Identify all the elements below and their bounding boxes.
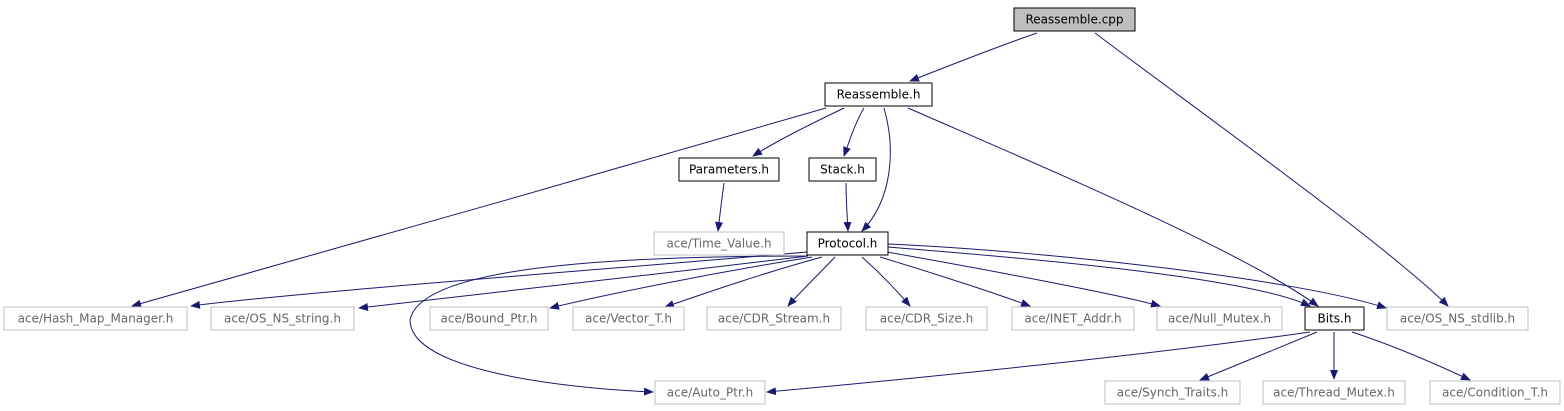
node-label: ace/Vector_T.h — [585, 312, 672, 326]
node-cdr-stream-h: ace/CDR_Stream.h — [706, 306, 842, 331]
node-box — [1429, 380, 1561, 405]
edge-protocol-h-to-null-mutex-h — [886, 251, 1161, 308]
node-reassemble-h[interactable]: Reassemble.h — [824, 82, 933, 107]
node-auto-ptr-h: ace/Auto_Ptr.h — [654, 380, 766, 405]
node-label: ace/Auto_Ptr.h — [667, 386, 753, 400]
node-box — [654, 380, 766, 405]
node-box — [1104, 380, 1241, 405]
edge-protocol-h-to-os-ns-string-h — [358, 255, 809, 311]
node-cdr-size-h: ace/CDR_Size.h — [865, 306, 988, 331]
node-label: Stack.h — [820, 163, 865, 177]
node-box — [210, 306, 355, 331]
edge-protocol-h-to-os-ns-stdlib-h — [887, 243, 1387, 310]
node-bound-ptr-h: ace/Bound_Ptr.h — [429, 306, 549, 331]
edge-reassemble-h-to-bits-h — [907, 107, 1319, 307]
node-condition-t-h: ace/Condition_T.h — [1429, 380, 1561, 405]
node-box — [678, 157, 780, 182]
node-synch-traits-h: ace/Synch_Traits.h — [1104, 380, 1241, 405]
edge-protocol-h-to-cdr-stream-h — [787, 256, 836, 307]
node-label: ace/Synch_Traits.h — [1117, 386, 1228, 400]
edge-reassemble-cpp-to-reassemble-h — [909, 32, 1038, 82]
edge-protocol-h-to-cdr-size-h — [861, 256, 911, 307]
node-reassemble-cpp[interactable]: Reassemble.cpp — [1013, 7, 1136, 32]
node-os-ns-string-h: ace/OS_NS_string.h — [210, 306, 355, 331]
node-thread-mutex-h: ace/Thread_Mutex.h — [1262, 380, 1406, 405]
node-null-mutex-h: ace/Null_Mutex.h — [1156, 306, 1283, 331]
node-hash-map-manager-h: ace/Hash_Map_Manager.h — [3, 306, 188, 331]
node-inet-addr-h: ace/INET_Addr.h — [1011, 306, 1135, 331]
node-parameters-h[interactable]: Parameters.h — [678, 157, 780, 182]
edge-bits-h-to-auto-ptr-h — [766, 331, 1311, 396]
node-box — [1262, 380, 1406, 405]
node-label: Reassemble.h — [837, 88, 921, 102]
node-bits-h[interactable]: Bits.h — [1304, 306, 1365, 331]
node-box — [1011, 306, 1135, 331]
edge-parameters-h-to-time-value-h — [715, 182, 725, 232]
edge-protocol-h-to-inet-addr-h — [879, 256, 1031, 307]
edge-protocol-h-to-auto-ptr-h — [409, 255, 809, 396]
edge-reassemble-h-to-protocol-h — [861, 107, 891, 232]
node-vector-t-h: ace/Vector_T.h — [572, 306, 685, 331]
node-box — [824, 82, 933, 107]
node-box — [1304, 306, 1365, 331]
edge-protocol-h-to-bits-h — [887, 246, 1311, 307]
node-label: ace/Hash_Map_Manager.h — [18, 312, 174, 326]
edge-stack-h-to-protocol-h — [843, 182, 852, 232]
node-box — [706, 306, 842, 331]
edge-reassemble-h-to-parameters-h — [752, 107, 845, 157]
node-stack-h[interactable]: Stack.h — [808, 157, 877, 182]
node-label: ace/CDR_Size.h — [880, 312, 973, 326]
edge-reassemble-h-to-stack-h — [843, 107, 865, 157]
node-label: Parameters.h — [689, 163, 769, 177]
edge-protocol-h-to-vector-t-h — [664, 256, 823, 308]
node-label: ace/OS_NS_string.h — [224, 312, 341, 326]
node-label: Protocol.h — [818, 237, 878, 251]
node-label: ace/INET_Addr.h — [1024, 312, 1121, 326]
node-label: Bits.h — [1318, 312, 1352, 326]
node-box — [865, 306, 988, 331]
node-protocol-h[interactable]: Protocol.h — [806, 231, 889, 256]
node-box — [806, 231, 889, 256]
node-box — [1386, 306, 1529, 331]
node-box — [653, 231, 785, 256]
node-label: ace/Bound_Ptr.h — [441, 312, 538, 326]
edge-bits-h-to-synch-traits-h — [1199, 331, 1318, 381]
node-os-ns-stdlib-h: ace/OS_NS_stdlib.h — [1386, 306, 1529, 331]
node-label: ace/Null_Mutex.h — [1168, 312, 1271, 326]
node-label: ace/Time_Value.h — [666, 237, 771, 251]
node-box — [1156, 306, 1283, 331]
edge-bits-h-to-condition-t-h — [1351, 331, 1471, 381]
node-box — [572, 306, 685, 331]
node-label: ace/OS_NS_stdlib.h — [1400, 312, 1515, 326]
edges-layer — [131, 32, 1471, 396]
node-time-value-h: ace/Time_Value.h — [653, 231, 785, 256]
node-label: ace/Thread_Mutex.h — [1273, 386, 1395, 400]
node-label: ace/Condition_T.h — [1442, 386, 1548, 400]
edge-reassemble-h-to-hash-map-manager-h — [131, 107, 827, 308]
node-box — [1013, 7, 1136, 32]
edge-protocol-h-to-hash-map-manager-h — [190, 251, 808, 309]
node-box — [429, 306, 549, 331]
node-label: ace/CDR_Stream.h — [718, 312, 830, 326]
node-label: Reassemble.cpp — [1025, 13, 1123, 27]
node-box — [808, 157, 877, 182]
edge-reassemble-cpp-to-os-ns-stdlib-h — [1094, 32, 1449, 307]
edge-protocol-h-to-bound-ptr-h — [549, 256, 813, 310]
node-box — [3, 306, 188, 331]
